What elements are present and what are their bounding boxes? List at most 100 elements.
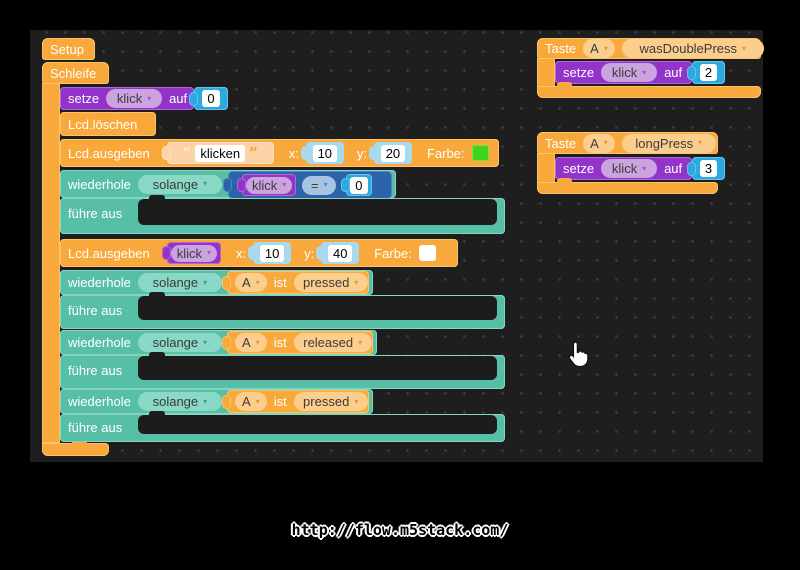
schleife-label: Schleife bbox=[50, 65, 97, 81]
y-number-block[interactable]: 20 bbox=[373, 142, 412, 164]
button-dropdown[interactable]: A ▾ bbox=[583, 39, 615, 58]
color-swatch-green[interactable] bbox=[471, 145, 489, 161]
state-dropdown[interactable]: released ▾ bbox=[293, 333, 372, 352]
while-click-body[interactable]: führe aus bbox=[60, 195, 505, 234]
number-block[interactable]: 0 bbox=[194, 87, 228, 110]
is-label: ist bbox=[273, 335, 287, 350]
x-value[interactable]: 10 bbox=[312, 144, 338, 162]
state-value: pressed bbox=[303, 394, 350, 409]
mode-value: solange bbox=[152, 394, 199, 409]
state-value: pressed bbox=[303, 275, 350, 290]
block-set-variable[interactable]: setze klick ▾ auf bbox=[555, 157, 692, 180]
button-dropdown[interactable]: A ▾ bbox=[235, 333, 267, 352]
button-value: A bbox=[242, 335, 251, 350]
number-field[interactable]: 2 bbox=[699, 64, 718, 81]
x-number-block[interactable]: 10 bbox=[305, 142, 344, 164]
chevron-down-icon: ▾ bbox=[358, 337, 363, 347]
while-pressed-2-body[interactable]: führe aus bbox=[60, 411, 505, 442]
variable-dropdown[interactable]: klick ▾ bbox=[246, 176, 293, 194]
empty-statement-socket[interactable] bbox=[138, 352, 497, 380]
chevron-down-icon: ▾ bbox=[603, 138, 608, 147]
chevron-down-icon: ▾ bbox=[642, 67, 647, 77]
do-label: führe aus bbox=[68, 206, 123, 221]
button-value: A bbox=[590, 135, 599, 151]
is-label: ist bbox=[273, 394, 287, 409]
variable-dropdown[interactable]: klick ▾ bbox=[106, 89, 163, 108]
empty-statement-socket[interactable] bbox=[138, 195, 497, 225]
chevron-down-icon: ▾ bbox=[203, 396, 208, 406]
button-state-block[interactable]: A ▾ ist pressed ▾ bbox=[227, 390, 369, 413]
lcd-print-label: Lcd.ausgeben bbox=[68, 245, 150, 261]
variable-dropdown[interactable]: klick ▾ bbox=[601, 63, 658, 82]
variable-dropdown[interactable]: klick ▾ bbox=[601, 159, 658, 178]
while-released-body[interactable]: führe aus bbox=[60, 352, 505, 389]
number-field[interactable]: 3 bbox=[699, 160, 718, 177]
button-state-block[interactable]: A ▾ ist released ▾ bbox=[227, 331, 373, 354]
comparison-block[interactable]: klick ▾ = ▾ 0 bbox=[228, 171, 392, 199]
number-block[interactable]: 3 bbox=[692, 157, 725, 180]
taste-label: Taste bbox=[545, 135, 577, 151]
variable-block[interactable]: klick ▾ bbox=[242, 174, 297, 196]
chevron-down-icon: ▾ bbox=[255, 277, 260, 287]
operator-dropdown[interactable]: = ▾ bbox=[302, 175, 337, 195]
block-schleife-header[interactable]: Schleife bbox=[42, 62, 109, 84]
chevron-down-icon: ▾ bbox=[255, 396, 260, 406]
open-quote-icon: “ bbox=[182, 143, 192, 162]
mode-dropdown[interactable]: solange ▾ bbox=[137, 273, 222, 292]
block-setup[interactable]: Setup bbox=[42, 38, 95, 60]
event-left-spine[interactable] bbox=[537, 58, 555, 88]
to-label: auf bbox=[664, 161, 683, 176]
color-swatch-white[interactable] bbox=[418, 245, 436, 261]
string-block[interactable]: “ klicken ” bbox=[166, 142, 274, 164]
number-block[interactable]: 2 bbox=[692, 61, 725, 84]
setup-label: Setup bbox=[50, 41, 84, 57]
block-set-variable[interactable]: setze klick ▾ auf bbox=[60, 87, 194, 110]
variable-dropdown[interactable]: klick ▾ bbox=[170, 244, 217, 262]
y-number-block[interactable]: 40 bbox=[321, 242, 360, 264]
event-dropdown[interactable]: longPress ▾ bbox=[621, 133, 716, 153]
empty-statement-socket[interactable] bbox=[138, 411, 497, 434]
x-number-block[interactable]: 10 bbox=[253, 242, 292, 264]
mode-dropdown[interactable]: solange ▾ bbox=[137, 392, 222, 411]
variable-block[interactable]: klick ▾ bbox=[166, 242, 221, 264]
event-bottom-arm[interactable] bbox=[537, 82, 761, 98]
chevron-down-icon: ▾ bbox=[203, 179, 208, 188]
state-dropdown[interactable]: pressed ▾ bbox=[293, 273, 368, 292]
event-value: longPress bbox=[635, 135, 694, 151]
button-dropdown[interactable]: A ▾ bbox=[235, 392, 267, 411]
string-field[interactable]: klicken bbox=[195, 144, 246, 162]
x-value[interactable]: 10 bbox=[259, 244, 285, 262]
empty-statement-socket[interactable] bbox=[138, 292, 497, 320]
while-pressed-1-body[interactable]: führe aus bbox=[60, 292, 505, 329]
number-field[interactable]: 0 bbox=[202, 90, 220, 107]
block-on-long-press[interactable]: Taste A ▾ longPress ▾ bbox=[537, 132, 718, 154]
schleife-left-spine[interactable] bbox=[42, 83, 60, 443]
button-dropdown[interactable]: A ▾ bbox=[235, 273, 267, 292]
number-block[interactable]: 0 bbox=[346, 174, 372, 196]
statement-notch bbox=[149, 292, 165, 297]
statement-notch bbox=[557, 178, 572, 183]
schleife-bottom-arm[interactable] bbox=[42, 439, 109, 456]
block-on-double-press[interactable]: Taste A ▾ wasDoublePress ▾ bbox=[537, 38, 764, 59]
event-left-spine[interactable] bbox=[537, 153, 555, 183]
mode-dropdown[interactable]: solange ▾ bbox=[137, 333, 222, 352]
chevron-down-icon: ▾ bbox=[282, 180, 287, 189]
button-dropdown[interactable]: A ▾ bbox=[583, 133, 615, 153]
number-field[interactable]: 0 bbox=[350, 176, 368, 194]
block-lcd-print-text[interactable]: Lcd.ausgeben “ klicken ” x: 10 y: 20 Far… bbox=[60, 139, 499, 167]
block-lcd-clear[interactable]: Lcd.löschen bbox=[60, 112, 156, 136]
event-bottom-arm[interactable] bbox=[537, 178, 718, 194]
state-dropdown[interactable]: pressed ▾ bbox=[293, 392, 368, 411]
block-set-variable[interactable]: setze klick ▾ auf bbox=[555, 61, 692, 84]
button-state-block[interactable]: A ▾ ist pressed ▾ bbox=[227, 271, 369, 294]
hand-pointer-cursor bbox=[566, 340, 590, 373]
event-dropdown[interactable]: wasDoublePress ▾ bbox=[621, 39, 764, 58]
statement-notch bbox=[557, 82, 572, 87]
block-lcd-print-var[interactable]: Lcd.ausgeben klick ▾ x: 10 y: 40 Farbe: bbox=[60, 239, 458, 267]
y-value[interactable]: 20 bbox=[380, 144, 406, 162]
mode-dropdown[interactable]: solange ▾ bbox=[137, 174, 222, 194]
mode-value: solange bbox=[152, 275, 199, 290]
y-value[interactable]: 40 bbox=[328, 244, 353, 262]
mode-value: solange bbox=[152, 176, 199, 192]
do-label: führe aus bbox=[68, 420, 123, 435]
